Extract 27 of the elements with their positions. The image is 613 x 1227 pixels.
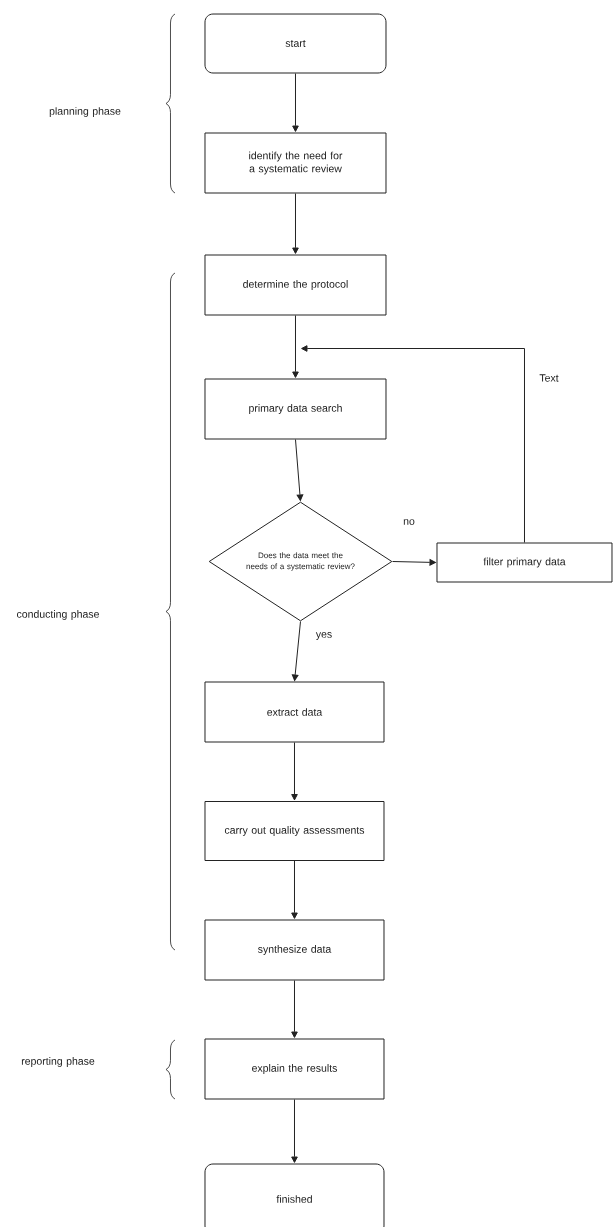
edge-label: no	[402, 518, 416, 526]
arrow	[291, 860, 298, 919]
process-box: filter primary data	[436, 542, 613, 583]
process-box: explain the results	[204, 1038, 385, 1100]
process-box: primary data search	[204, 378, 387, 440]
arrow	[301, 345, 525, 543]
arrow	[291, 742, 298, 801]
process-box: identify the need for a systematic review	[204, 132, 387, 194]
phase-label: planning phase	[49, 107, 121, 117]
arrow	[392, 559, 436, 566]
arrow	[291, 1099, 298, 1163]
terminal-box: finished	[204, 1163, 385, 1227]
process-box: synthesize data	[204, 919, 385, 981]
terminal-box: start	[204, 13, 387, 74]
arrow	[292, 315, 299, 378]
edge-label: yes	[314, 631, 334, 641]
arrow	[292, 193, 299, 254]
process-box: extract data	[204, 681, 385, 743]
arrow	[291, 980, 298, 1038]
process-box: carry out quality assessments	[204, 801, 385, 861]
process-box: determine the protocol	[204, 254, 387, 316]
arrow	[291, 621, 301, 681]
phase-label: conducting phase	[17, 610, 99, 620]
arrow	[292, 73, 299, 132]
edge-label: Text	[538, 373, 560, 383]
phase-label: reporting phase	[21, 1057, 95, 1067]
arrow	[295, 439, 304, 501]
